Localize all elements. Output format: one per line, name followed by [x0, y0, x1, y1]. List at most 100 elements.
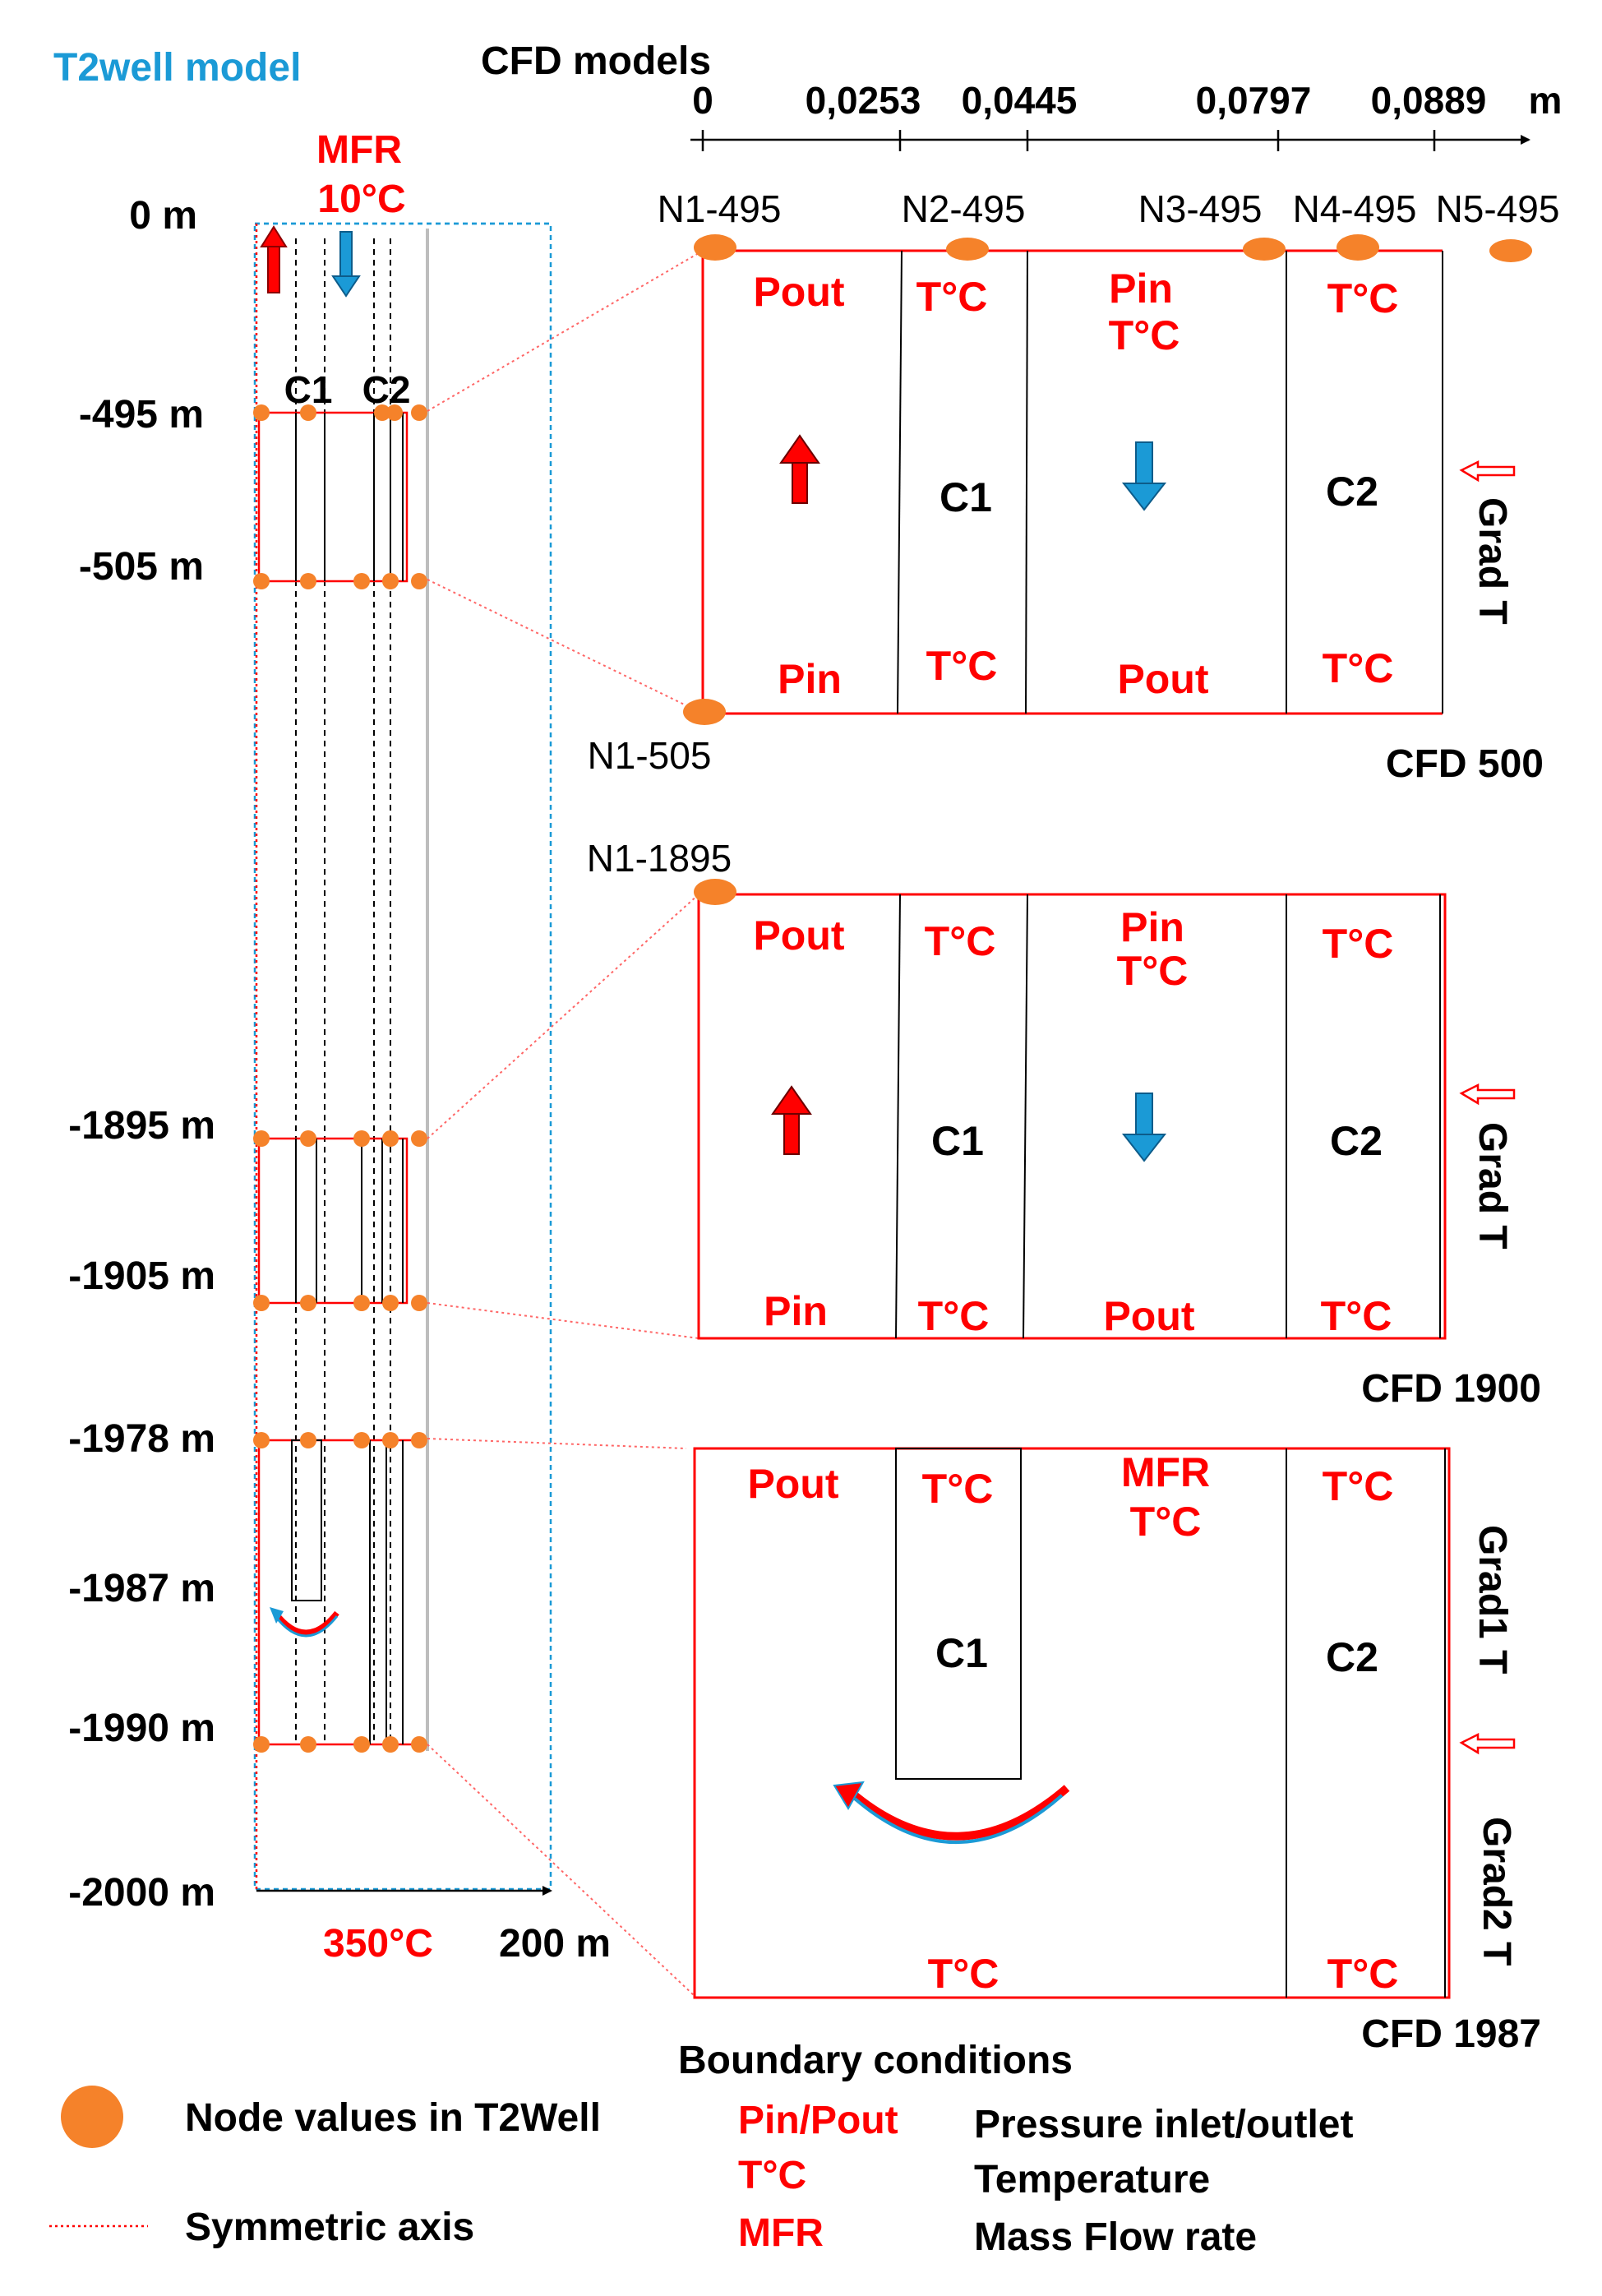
t2well-bottom-temp: 350°C	[323, 1922, 433, 1966]
scale-tick-label: 0	[692, 79, 713, 122]
cfd500-node-label: N1-495	[658, 187, 782, 230]
cfd500-bc-bottom: T°C	[926, 643, 998, 689]
cfd1987-inner-tube	[895, 1448, 1022, 1780]
cfd500-node-label: N4-495	[1293, 187, 1417, 230]
upflow-arrow-icon	[260, 225, 288, 293]
cfd500-bc-top: Pout	[753, 269, 844, 315]
depth-label: -1990 m	[68, 1707, 215, 1750]
cfd1900-bc-bottom: T°C	[918, 1293, 990, 1339]
scale-tick-label: 0,0797	[1196, 79, 1312, 122]
cfd1900-name: CFD 1900	[1361, 1367, 1541, 1411]
depth-label: -505 m	[79, 545, 204, 589]
cfd1900-gradient-arrow-icon	[1459, 1083, 1516, 1106]
cfd500-name: CFD 500	[1386, 742, 1544, 786]
t2well-width-label: 200 m	[499, 1922, 611, 1966]
cfd1987-bc-top: Pout	[747, 1461, 838, 1507]
cfd500-c1-label: C1	[940, 474, 992, 520]
cfd1987-model: Pout T°C MFR T°C T°C T°C T°C C1 C2 Grad1…	[693, 1447, 1541, 2056]
cfd1900-bc-bottom: Pin	[764, 1288, 828, 1334]
depth-label: -1905 m	[68, 1254, 215, 1298]
cfd500-node-label: N2-495	[902, 187, 1026, 230]
legend: Node values in T2Well Symmetric axis Bou…	[49, 2039, 1353, 2259]
cfd500-node-markers	[683, 234, 1532, 725]
cfd1987-name: CFD 1987	[1361, 2012, 1541, 2056]
scale-tick-label: 0,0889	[1371, 79, 1487, 122]
cfd500-bc-bottom: Pin	[778, 656, 842, 702]
cfd1987-gradient-arrow-icon	[1459, 1732, 1516, 1755]
cfd500-model: N1-495 N2-495 N3-495 N4-495 N5-495 N1-50…	[588, 187, 1560, 786]
t2well-segment-1987	[257, 1439, 419, 1746]
legend-bc-key: MFR	[738, 2211, 824, 2255]
zoom-connectors	[427, 250, 704, 1997]
cfd500-grad-label: Grad T	[1470, 497, 1514, 625]
cfd1900-bc-top: T°C	[925, 918, 996, 964]
cfd1900-upflow-arrow-icon	[771, 1085, 812, 1155]
legend-bc-key: T°C	[738, 2154, 806, 2197]
cfd1987-bc-top: T°C	[1130, 1499, 1202, 1545]
cfd1900-bc-bottom: T°C	[1321, 1293, 1392, 1339]
cfd1900-grad-label: Grad T	[1470, 1122, 1514, 1250]
scale-unit: m	[1529, 79, 1563, 122]
t2well-c1-label: C1	[284, 368, 333, 411]
cfd500-bc-top: Pin	[1109, 266, 1173, 312]
cfd500-node-label: N5-495	[1436, 187, 1560, 230]
cfd500-gradient-arrow-icon	[1459, 460, 1516, 483]
cfd1900-bc-top: T°C	[1117, 948, 1189, 994]
cfd500-bc-top: T°C	[1109, 312, 1180, 358]
cfd1900-node-label: N1-1895	[587, 837, 732, 880]
cfd500-c2-label: C2	[1326, 469, 1378, 515]
depth-label: -2000 m	[68, 1871, 215, 1915]
cfd500-downflow-arrow-icon	[1121, 441, 1167, 511]
cfd1900-model: N1-1895 Pout T°C Pin T°C T°C Pin T°C Pou…	[587, 837, 1541, 1411]
cfd1987-c1-label: C1	[935, 1630, 988, 1676]
node-legend-icon	[61, 2086, 123, 2148]
cfd1900-node-marker	[694, 879, 736, 905]
depth-label: -1987 m	[68, 1567, 215, 1610]
distance-scale: 0 0,0253 0,0445 0,0797 0,0889 m	[690, 79, 1562, 151]
t2well-model: MFR 10°C C1 C2	[68, 128, 611, 1966]
cfd1987-grad2-label: Grad2 T	[1475, 1817, 1518, 1966]
legend-node-values: Node values in T2Well	[185, 2096, 601, 2140]
cfd1900-c2-label: C2	[1330, 1118, 1383, 1164]
scale-tick-label: 0,0445	[962, 79, 1078, 122]
cfd1987-c2-label: C2	[1326, 1634, 1378, 1680]
cfd1900-bc-top: T°C	[1323, 921, 1394, 967]
t2well-mfr-label: MFR	[316, 128, 402, 172]
depth-label: -1895 m	[68, 1104, 215, 1148]
cfd1900-downflow-arrow-icon	[1121, 1093, 1167, 1162]
cfd1987-bc-top: T°C	[922, 1466, 994, 1512]
cfd1987-return-flow-icon	[833, 1781, 1070, 1844]
legend-bc-title: Boundary conditions	[678, 2039, 1073, 2082]
legend-symmetric-axis: Symmetric axis	[185, 2206, 474, 2249]
t2well-node-markers	[253, 404, 427, 1753]
cfd1900-bc-top: Pin	[1120, 904, 1184, 950]
downflow-arrow-icon	[331, 231, 361, 298]
cfd500-node-label-bottom: N1-505	[588, 734, 712, 777]
t2well-segment-1900	[257, 1137, 409, 1305]
cfd1987-bc-bottom: T°C	[1327, 1951, 1399, 1997]
cfd500-bc-top: T°C	[1327, 275, 1399, 321]
t2well-c2-label: C2	[362, 368, 411, 411]
cfd1987-bc-top: MFR	[1121, 1449, 1210, 1495]
legend-bc-desc: Temperature	[974, 2158, 1210, 2201]
t2well-segment-500	[257, 411, 409, 583]
legend-bc-desc: Mass Flow rate	[974, 2215, 1257, 2259]
cfd-models-title: CFD models	[481, 39, 711, 83]
depth-label: 0 m	[129, 194, 197, 238]
cfd500-bc-bottom: Pout	[1117, 656, 1208, 702]
t2well-inlet-temp: 10°C	[317, 178, 405, 221]
cfd1987-bc-top: T°C	[1323, 1463, 1394, 1509]
scale-tick-label: 0,0253	[806, 79, 921, 122]
cfd500-bc-bottom: T°C	[1323, 645, 1394, 691]
cfd1900-bc-bottom: Pout	[1103, 1293, 1194, 1339]
t2well-return-flow-icon	[273, 1610, 339, 1636]
legend-bc-key: Pin/Pout	[738, 2099, 898, 2142]
cfd500-node-label: N3-495	[1138, 187, 1263, 230]
depth-label: -495 m	[79, 393, 204, 437]
cfd500-bc-top: T°C	[916, 274, 988, 320]
cfd500-upflow-arrow-icon	[779, 434, 820, 504]
legend-bc-desc: Pressure inlet/outlet	[974, 2103, 1353, 2146]
depth-label: -1978 m	[68, 1417, 215, 1461]
t2well-title: T2well model	[53, 46, 301, 90]
